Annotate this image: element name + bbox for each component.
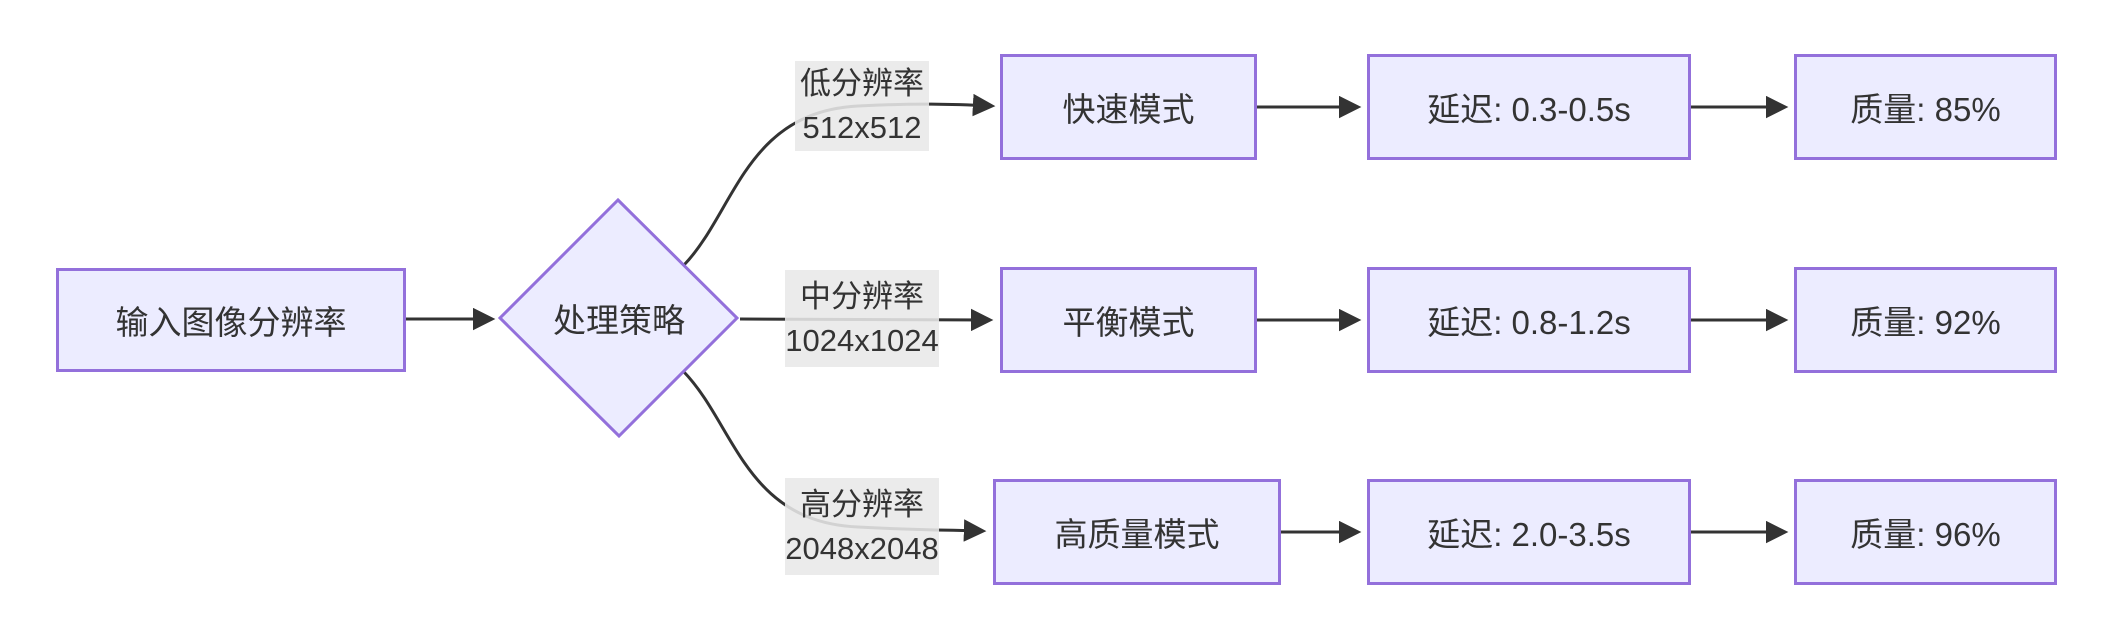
decision-node-label: 处理策略 xyxy=(553,302,685,339)
edge-label-low-res-line2: 512x512 xyxy=(802,110,922,145)
edge-label-high-res: 高分辨率 2048x2048 xyxy=(785,478,939,575)
edge-label-mid-res-line2: 1024x1024 xyxy=(785,322,939,358)
edge-label-low-res: 低分辨率 512x512 xyxy=(795,61,929,151)
quality-node-fast: 质量: 85% xyxy=(1794,54,2057,160)
latency-node-high-quality: 延迟: 2.0-3.5s xyxy=(1367,479,1691,585)
edge-label-high-res-line1: 高分辨率 xyxy=(800,486,924,522)
quality-node-balanced: 质量: 92% xyxy=(1794,267,2057,373)
latency-node-fast: 延迟: 0.3-0.5s xyxy=(1367,54,1691,160)
decision-diamond-shape xyxy=(497,197,740,439)
edge-label-mid-res: 中分辨率 1024x1024 xyxy=(785,270,939,367)
latency-node-balanced: 延迟: 0.8-1.2s xyxy=(1367,267,1691,373)
input-resolution-node: 输入图像分辨率 xyxy=(56,268,406,372)
quality-node-high-quality: 质量: 96% xyxy=(1794,479,2057,585)
mode-node-high-quality: 高质量模式 xyxy=(993,479,1281,585)
edge-label-low-res-line1: 低分辨率 xyxy=(800,66,924,101)
edge-label-mid-res-line1: 中分辨率 xyxy=(800,278,924,314)
mode-node-fast: 快速模式 xyxy=(1000,54,1257,160)
edge-label-high-res-line2: 2048x2048 xyxy=(785,530,939,566)
mode-node-balanced: 平衡模式 xyxy=(1000,267,1257,373)
